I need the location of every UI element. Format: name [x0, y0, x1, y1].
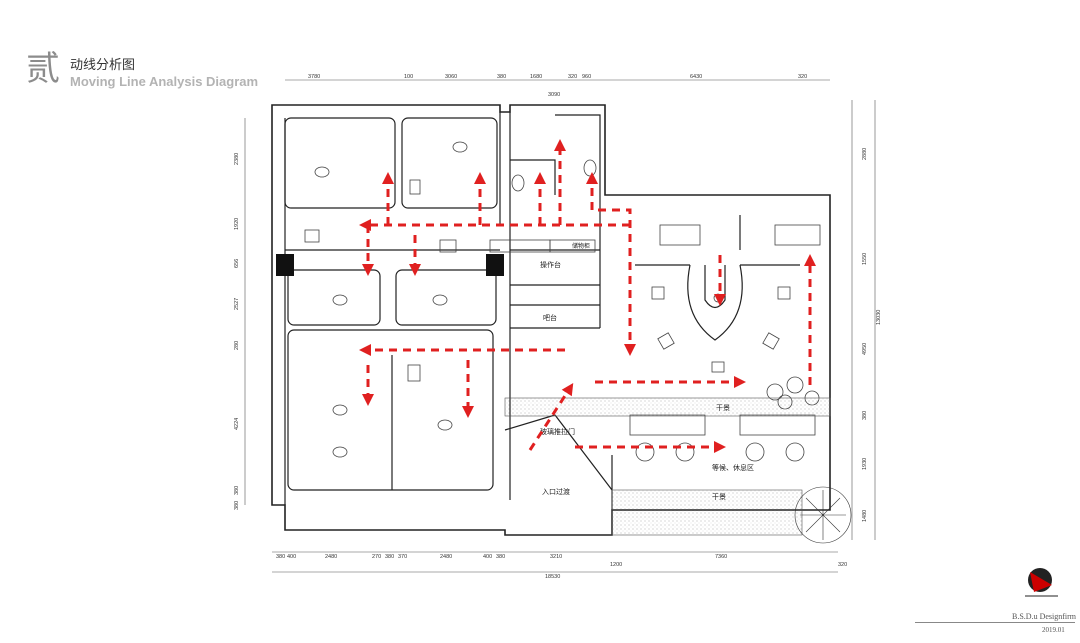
dim-top: 960: [582, 74, 591, 80]
column: [276, 254, 294, 276]
dimension-lines: [244, 79, 876, 573]
dim-bottom: 3210: [550, 554, 562, 560]
dim-bottom: 380: [496, 554, 505, 560]
dim-bottom: 370: [398, 554, 407, 560]
dim-top: 6430: [690, 74, 702, 80]
label-dry-landscape: 干景: [712, 493, 726, 501]
dim-left: 280: [234, 341, 240, 350]
dim-bottom: 380: [276, 554, 285, 560]
dim-right: 4950: [862, 343, 868, 355]
dim-right: 13030: [876, 310, 882, 325]
dim-left: 4224: [234, 418, 240, 430]
inner-walls: [284, 112, 800, 510]
movement-lines: [359, 139, 816, 453]
label-entrance-transition: 入口过渡: [542, 487, 570, 496]
dim-left: 380: [234, 486, 240, 495]
flow-arrow: [598, 208, 636, 356]
drawing-date: 2019.01: [1042, 626, 1065, 634]
dim-left: 2527: [234, 298, 240, 310]
dim-top: 320: [568, 74, 577, 80]
flow-arrow: [528, 382, 574, 451]
dim-top: 3090: [548, 92, 560, 98]
section-number: 贰: [26, 49, 60, 89]
dim-right: 1930: [862, 458, 868, 470]
dim-right: 380: [862, 411, 868, 420]
dim-top: 3060: [445, 74, 457, 80]
dim-bottom: 7360: [715, 554, 727, 560]
dim-bottom: 2480: [440, 554, 452, 560]
label-storage-cabinet: 储物柜: [572, 242, 590, 250]
dim-bottom: 1200: [610, 562, 622, 568]
dimension-texts: 3780 100 3060 380 1680 320 960 6430 320 …: [234, 74, 882, 580]
dim-right: 1480: [862, 510, 868, 522]
label-waiting-rest-area: 等候、休息区: [712, 463, 754, 472]
dim-top: 380: [497, 74, 506, 80]
outer-walls: [271, 104, 831, 536]
dim-bottom: 380: [385, 554, 394, 560]
dim-right: 1550: [862, 253, 868, 265]
landscape-strip: [504, 397, 831, 417]
title-chinese: 动线分析图: [70, 58, 136, 73]
landscape-garden: [611, 489, 803, 536]
dim-bottom: 2480: [325, 554, 337, 560]
label-glass-door: 玻璃推拉门: [540, 427, 575, 436]
dim-top: 1680: [530, 74, 542, 80]
title-english: Moving Line Analysis Diagram: [70, 74, 259, 89]
dim-top: 320: [798, 74, 807, 80]
dim-bottom: 320: [838, 562, 847, 568]
dim-top: 3780: [308, 74, 320, 80]
label-operating-counter: 操作台: [540, 260, 561, 269]
dim-bottom: 400: [483, 554, 492, 560]
dim-left: 1920: [234, 218, 240, 230]
dim-bottom: 400: [287, 554, 296, 560]
label-bar-counter: 吧台: [543, 313, 557, 322]
dim-right: 2880: [862, 148, 868, 160]
footer-divider: [915, 622, 1075, 623]
column: [486, 254, 504, 276]
dim-left: 2380: [234, 153, 240, 165]
dim-left: 656: [234, 259, 240, 268]
firm-name: B.S.D.u Designfirm: [1012, 612, 1076, 621]
label-dry-landscape: 干景: [716, 404, 730, 412]
dim-left: 380: [234, 501, 240, 510]
dim-bottom: 18530: [545, 574, 560, 580]
tree-icon: [794, 486, 852, 544]
dim-top: 100: [404, 74, 413, 80]
dim-bottom: 270: [372, 554, 381, 560]
firm-logo-icon: [1025, 568, 1058, 597]
